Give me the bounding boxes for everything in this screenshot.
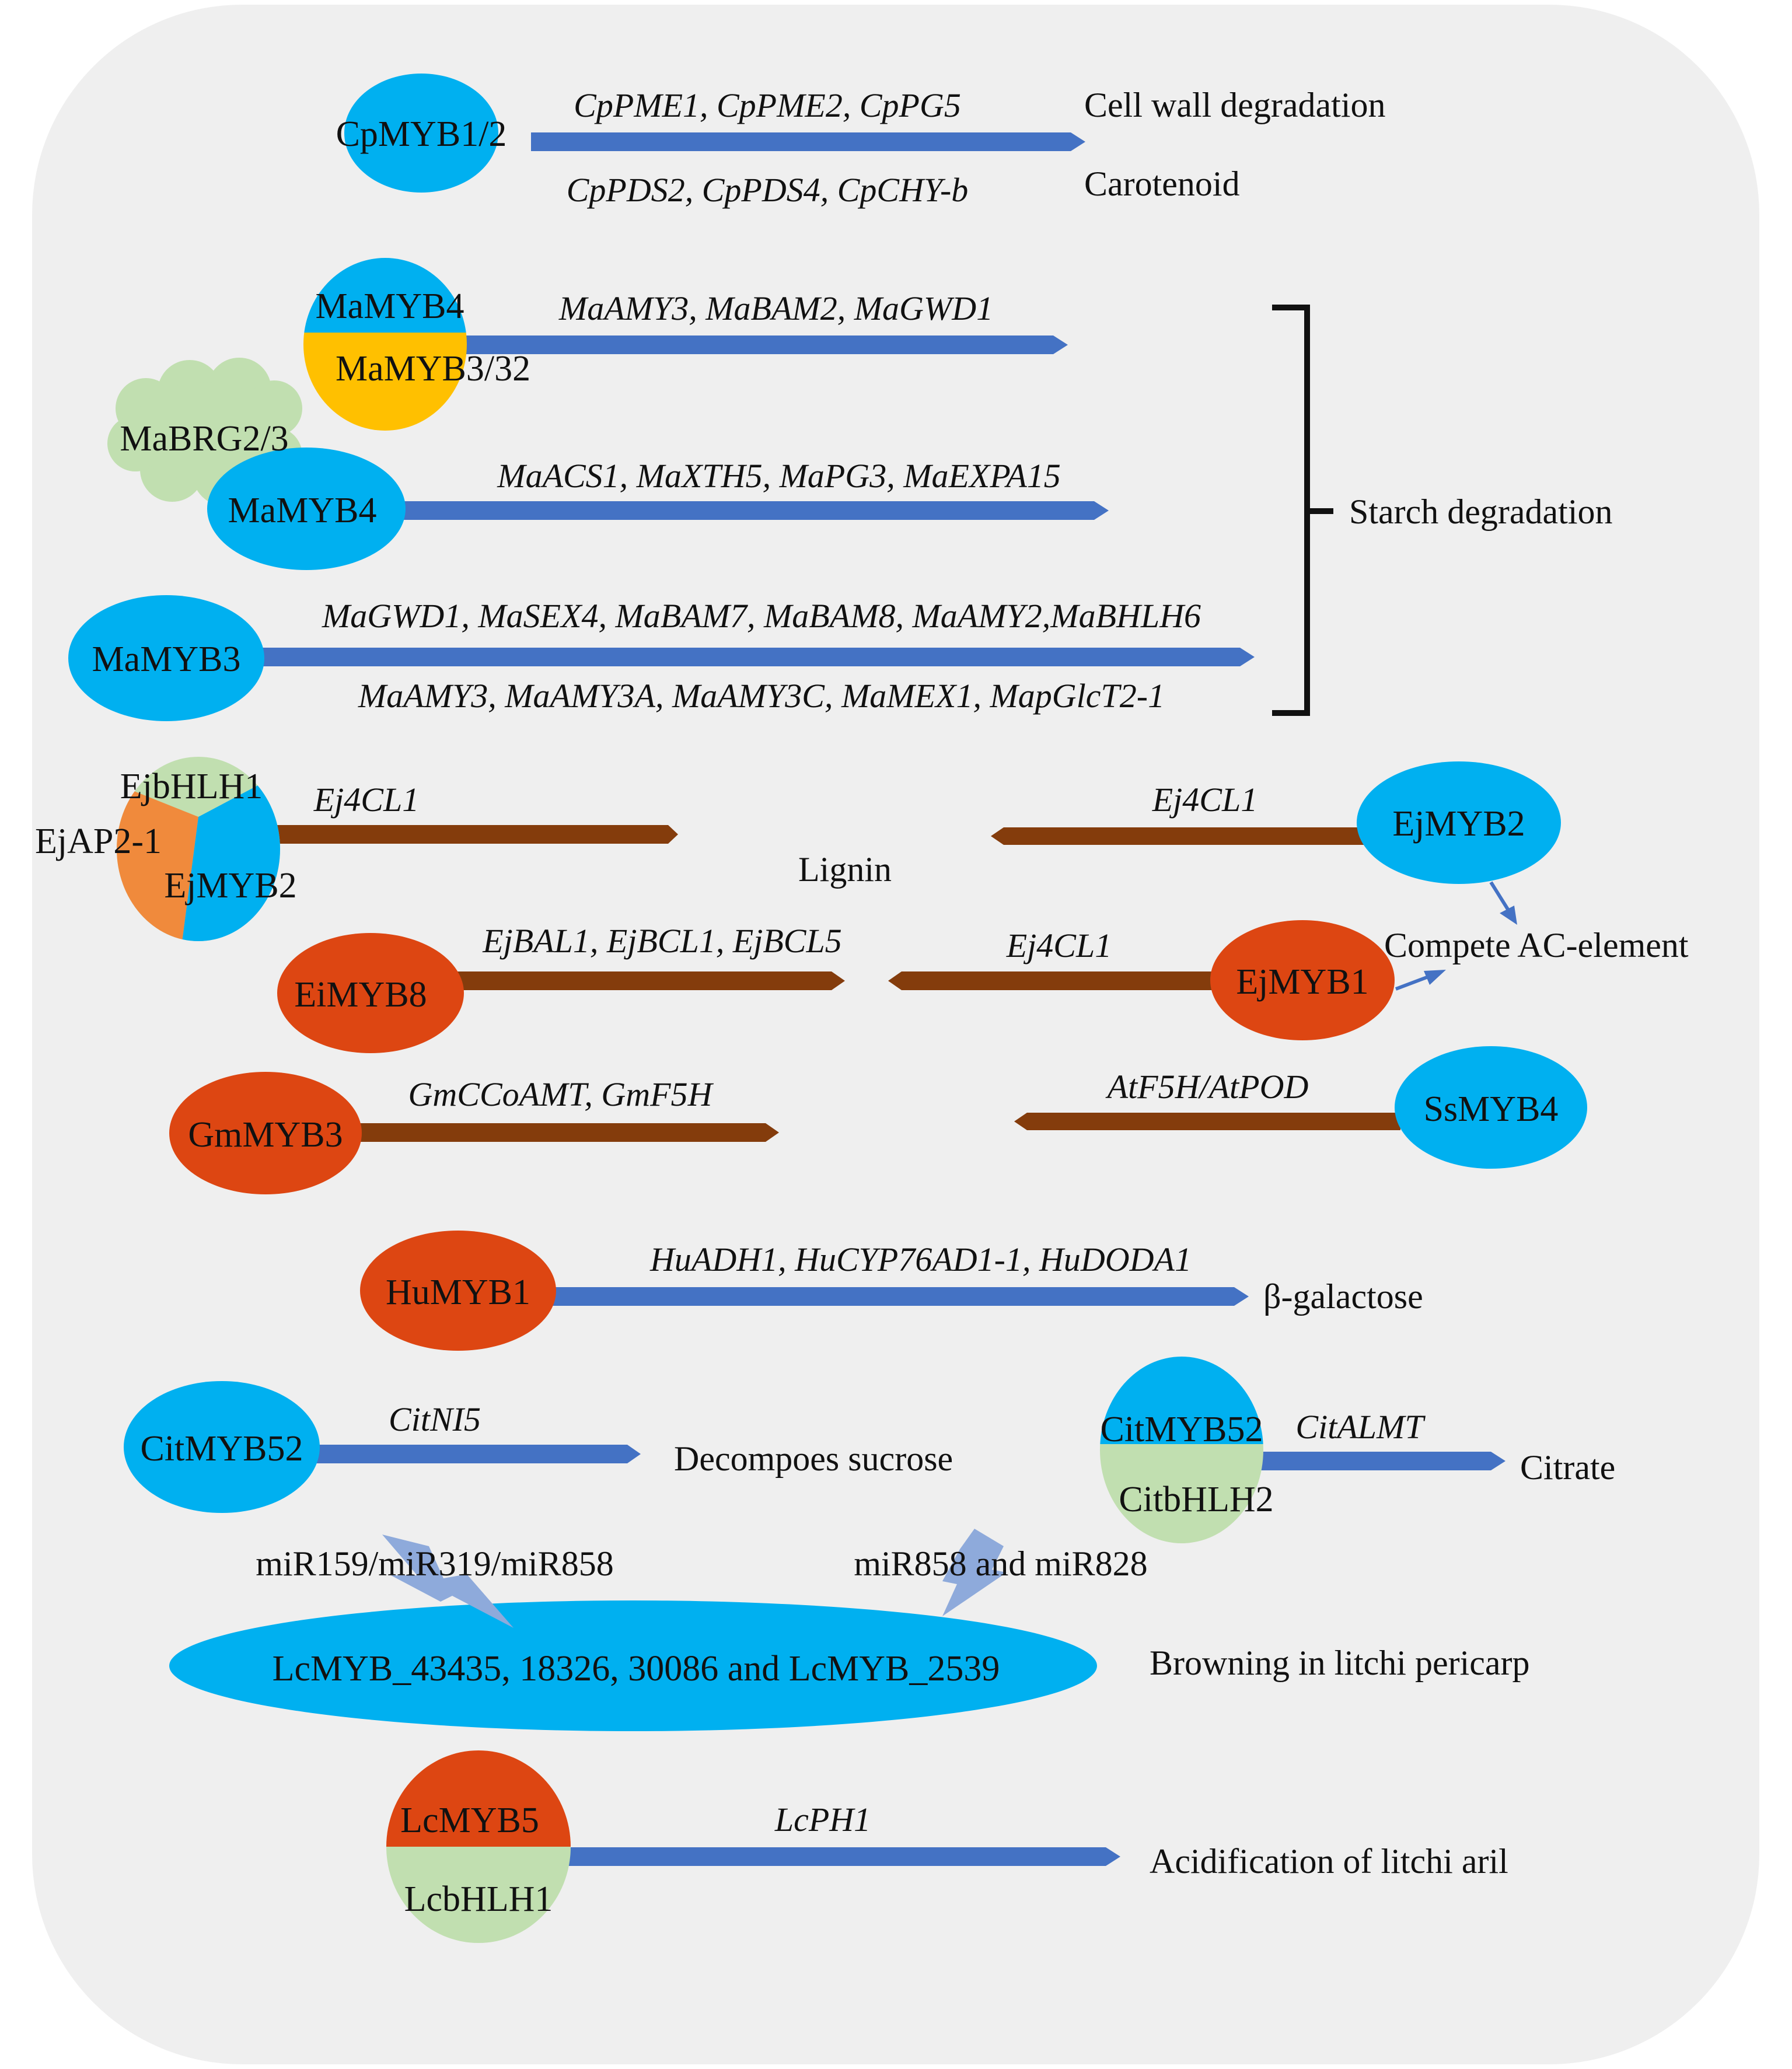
- citni5-arrow: [309, 1445, 641, 1463]
- ma-row1-genes: MaAMY3, MaBAM2, MaGWD1: [558, 289, 993, 327]
- mabrg23-label: MaBRG2/3: [120, 419, 288, 459]
- cpmyb12-label: CpMYB1/2: [336, 114, 507, 154]
- eimyb8-label: EiMYB8: [294, 975, 427, 1015]
- ma-row3-arrow: [245, 648, 1255, 666]
- hu-arrow: [537, 1287, 1249, 1306]
- citni5-genes: CitNI5: [389, 1400, 481, 1438]
- ejmyb2-left-label: EjMYB2: [164, 866, 296, 906]
- citmyb52-left-label: CitMYB52: [140, 1429, 303, 1469]
- ejmyb1-node: [1210, 920, 1395, 1040]
- mabrg-mamyb4-group: MaBRG2/3 MaMYB4 MaACS1, MaXTH5, MaPG3, M…: [107, 358, 1109, 570]
- cp-top-genes: CpPME1, CpPME2, CpPG5: [574, 86, 961, 124]
- mirna-left-label: miR159/miR319/miR858: [256, 1544, 613, 1583]
- citrate-label: Citrate: [1520, 1448, 1615, 1487]
- gmmyb3-group: GmMYB3 GmCCoAMT, GmF5H: [169, 1072, 779, 1194]
- ejbhlh1-label: EjbHLH1: [120, 767, 263, 806]
- ejmyb1-group: EjMYB1 Ej4CL1: [888, 920, 1446, 1040]
- ssmyb4-node: [1395, 1046, 1587, 1169]
- ejmyb2-right-node: [1357, 761, 1561, 884]
- eimyb8-node: [277, 933, 464, 1053]
- cpmyb12-arrow: [531, 132, 1085, 151]
- humyb1-label: HuMYB1: [386, 1273, 530, 1312]
- ejmyb1-compete-arrowhead: [1424, 970, 1446, 985]
- mamyb3-node: [68, 595, 264, 721]
- gm-genes: GmCCoAMT, GmF5H: [408, 1075, 714, 1113]
- mirna-lcmyb-group: miR159/miR319/miR858 miR858 and miR828 L…: [169, 1529, 1530, 1731]
- ej4cl1-left-arrow: [251, 825, 678, 844]
- acidification-label: Acidification of litchi aril: [1150, 1842, 1508, 1881]
- ejmyb2-right-group: EjMYB2 Ej4CL1: [991, 761, 1561, 925]
- ejmyb2-right-label: EjMYB2: [1392, 804, 1525, 844]
- starch-bracket-group: Starch degradation: [1272, 305, 1613, 716]
- ma-row2-arrow: [385, 501, 1109, 520]
- citalmt-arrow: [1255, 1452, 1505, 1470]
- mirna-right-bolt: [942, 1529, 1007, 1616]
- galactose-label: β-galactose: [1263, 1277, 1423, 1316]
- ejmyb2-compete-arrowhead: [1500, 906, 1517, 925]
- ej4cl1-left-genes: Ej4CL1: [313, 781, 420, 819]
- at-genes: AtF5H/AtPOD: [1105, 1068, 1309, 1106]
- cell-wall-label: Cell wall degradation: [1084, 86, 1386, 124]
- mamyb4-top-label: MaMYB4: [316, 286, 464, 326]
- ejap21-label: EjAP2-1: [35, 822, 162, 861]
- lcph1-genes: LcPH1: [774, 1801, 871, 1839]
- mamyb3-label: MaMYB3: [92, 639, 241, 679]
- ma-row2-genes: MaACS1, MaXTH5, MaPG3, MaEXPA15: [497, 457, 1061, 495]
- ej4cl1-mid-arrow: [888, 971, 1220, 990]
- ej4cl1-right-genes: Ej4CL1: [1152, 781, 1258, 819]
- starch-label: Starch degradation: [1349, 492, 1613, 531]
- hu-genes: HuADH1, HuCYP76AD1-1, HuDODA1: [649, 1240, 1192, 1278]
- ej4cl1-mid-genes: Ej4CL1: [1006, 927, 1112, 964]
- lignin-label: Lignin: [798, 850, 892, 889]
- gm-arrow: [344, 1123, 779, 1142]
- ejmyb2-compete-arrow: [1489, 881, 1510, 911]
- ejbal-genes: EjBAL1, EjBCL1, EjBCL5: [482, 922, 842, 960]
- gmmyb3-label: GmMYB3: [188, 1115, 343, 1155]
- citmyb52-left-node: [124, 1381, 320, 1513]
- citmyb52-left-group: CitMYB52 CitNI5 Decompoes sucrose: [124, 1381, 953, 1513]
- cpmyb12-node: [344, 74, 498, 193]
- ejbal-arrow: [449, 971, 845, 990]
- lcmyb5-label: LcMYB5: [400, 1801, 539, 1840]
- mamyb4-mid-node: [207, 448, 406, 570]
- ssmyb4-label: SsMYB4: [1424, 1089, 1559, 1129]
- sucrose-label: Decompoes sucrose: [674, 1439, 953, 1478]
- citbhlh2-label: CitbHLH2: [1119, 1480, 1273, 1519]
- citmyb52-citbhlh2-group: CitMYB52 CitbHLH2 CitALMT Citrate: [1100, 1357, 1615, 1543]
- humyb1-group: HuMYB1 HuADH1, HuCYP76AD1-1, HuDODA1 β-g…: [360, 1231, 1423, 1351]
- lcph1-arrow: [525, 1847, 1120, 1866]
- citalmt-genes: CitALMT: [1295, 1408, 1426, 1446]
- mirna-left-bolt: [382, 1535, 514, 1628]
- mamyb3-group: MaMYB3 MaGWD1, MaSEX4, MaBAM7, MaBAM8, M…: [68, 595, 1255, 721]
- ej4cl1-right-arrow: [991, 827, 1383, 845]
- mamyb4-mid-label: MaMYB4: [228, 491, 377, 530]
- lcmyb-group-label: LcMYB_43435, 18326, 30086 and LcMYB_2539: [273, 1649, 1000, 1689]
- ma-row3-bottom-genes: MaAMY3, MaAMY3A, MaAMY3C, MaMEX1, MapGlc…: [358, 677, 1165, 715]
- ejmyb1-compete-arrow: [1395, 976, 1428, 991]
- cpmyb12-group: CpMYB1/2 CpPME1, CpPME2, CpPG5 CpPDS2, C…: [336, 74, 1386, 209]
- gmmyb3-node: [169, 1072, 362, 1194]
- carotenoid-label: Carotenoid: [1084, 165, 1240, 203]
- ej-complex-group: EjbHLH1 EjAP2-1 EjMYB2 Ej4CL1: [35, 757, 678, 941]
- compete-label: Compete AC-element: [1384, 926, 1689, 964]
- citmyb52-right-label: CitMYB52: [1100, 1410, 1263, 1449]
- humyb1-node: [360, 1231, 556, 1351]
- mamyb332-label: MaMYB3/32: [336, 349, 530, 389]
- ejmyb1-label: EjMYB1: [1236, 962, 1368, 1002]
- browning-label: Browning in litchi pericarp: [1150, 1644, 1530, 1682]
- ma-row1-arrow: [449, 335, 1068, 354]
- lcbhlh1-label: LcbHLH1: [404, 1879, 553, 1919]
- ssmyb4-group: SsMYB4 AtF5H/AtPOD: [1014, 1046, 1587, 1169]
- lcmyb-group-node: [169, 1600, 1097, 1731]
- ma-row3-top-genes: MaGWD1, MaSEX4, MaBAM7, MaBAM8, MaAMY2,M…: [322, 597, 1201, 635]
- at-arrow: [1014, 1113, 1400, 1130]
- mabrg23-node: [107, 358, 302, 506]
- eimyb8-group: EiMYB8 EjBAL1, EjBCL1, EjBCL5: [277, 922, 845, 1053]
- cp-bottom-genes: CpPDS2, CpPDS4, CpCHY-b: [567, 171, 969, 209]
- mirna-right-label: miR858 and miR828: [854, 1544, 1147, 1583]
